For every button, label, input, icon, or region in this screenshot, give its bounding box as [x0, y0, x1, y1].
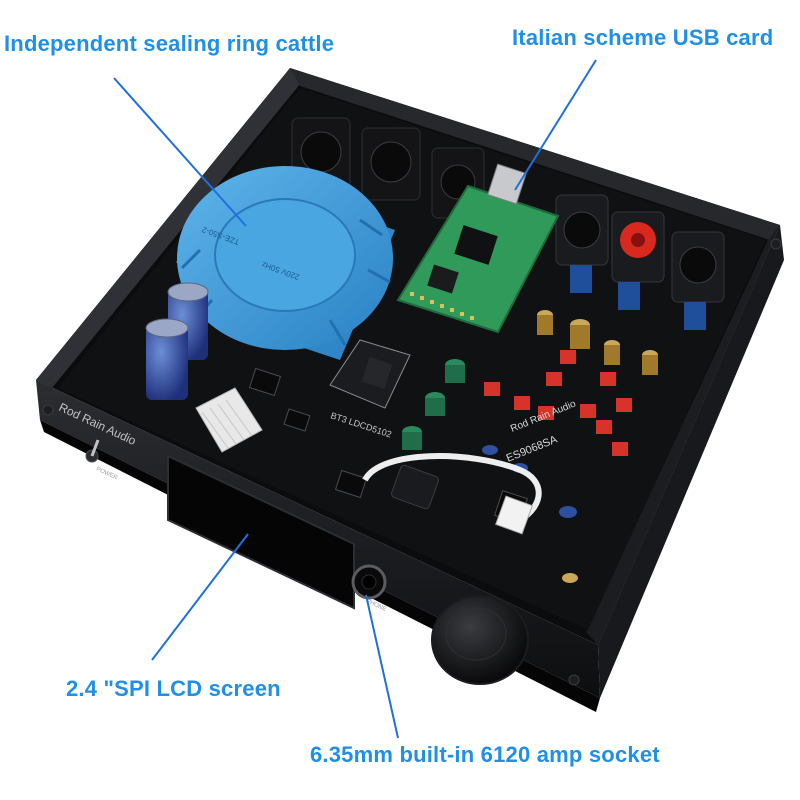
- callout-line-lcd: [151, 533, 249, 661]
- callout-lines: [113, 59, 597, 739]
- callout-line-socket: [365, 594, 399, 739]
- lcd-screen: [167, 454, 355, 610]
- headphone-socket[interactable]: [351, 564, 387, 600]
- toroidal-transformer: TZE-S50-2 220V 50Hz: [176, 166, 395, 360]
- film-capacitors: [484, 350, 632, 456]
- power-label: POWER: [95, 466, 119, 481]
- wire-connector: [495, 495, 533, 535]
- callout-usb-card: Italian scheme USB card: [512, 25, 774, 50]
- volume-knob[interactable]: [431, 595, 529, 685]
- callout-line-transformer: [113, 77, 247, 227]
- ribbon-cable: [195, 387, 263, 453]
- power-switch[interactable]: [85, 439, 100, 463]
- callout-amp-socket: 6.35mm built-in 6120 amp socket: [310, 742, 660, 767]
- jack-body: [391, 464, 439, 510]
- callout-line-usb: [514, 59, 597, 191]
- rear-connectors: [291, 117, 725, 330]
- capacitors: [145, 282, 658, 583]
- callout-lcd-screen: 2.4 "SPI LCD screen: [66, 676, 281, 701]
- callout-transformer: Independent sealing ring cattle: [4, 31, 335, 56]
- signal-wire: [362, 453, 542, 523]
- usb-card: [396, 163, 560, 334]
